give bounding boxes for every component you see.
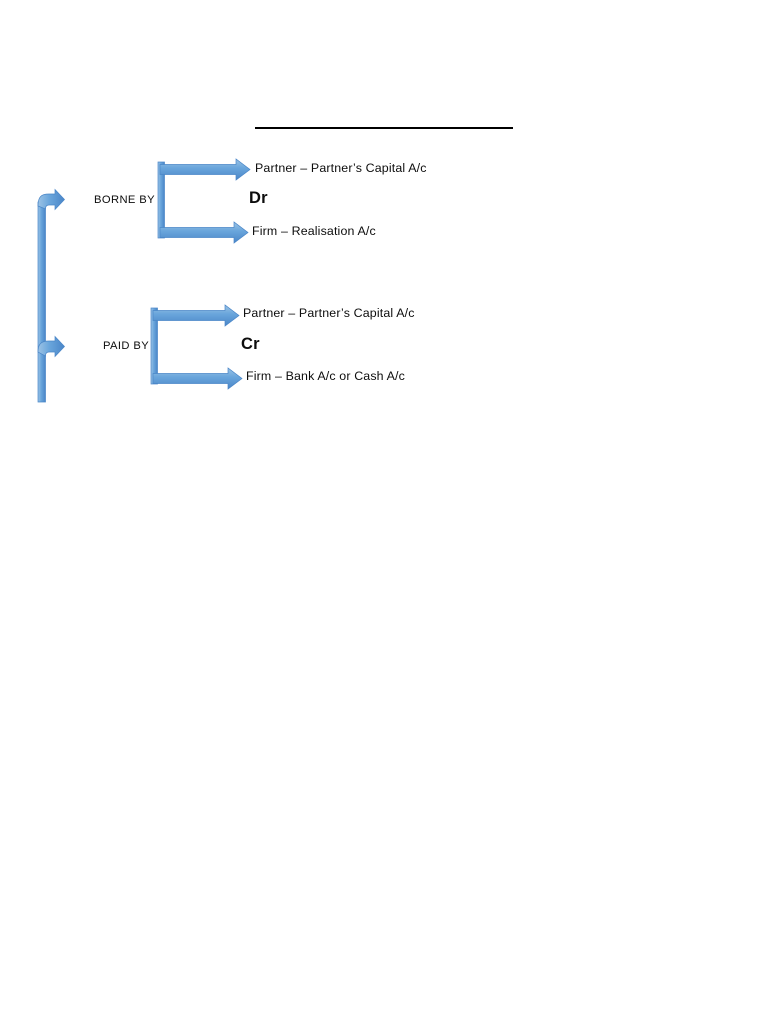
bracket-borne-by xyxy=(157,158,251,244)
branch-arrow-paid-by xyxy=(37,335,65,358)
group-tag-paid-by: PAID BY xyxy=(103,340,150,352)
branch-label-paid-firm: Firm – Bank A/c or Cash A/c xyxy=(246,369,405,383)
branch-arrow-borne-by xyxy=(37,188,65,211)
entry-side-cr: Cr xyxy=(241,335,260,353)
bracket-paid-by xyxy=(150,304,243,390)
arrow-paid-partner xyxy=(152,304,240,327)
entry-side-dr: Dr xyxy=(249,189,268,207)
group-tag-borne-by: BORNE BY xyxy=(94,194,156,206)
branch-label-borne-firm: Firm – Realisation A/c xyxy=(252,224,376,238)
left-spine-connector xyxy=(37,188,65,403)
arrow-borne-partner xyxy=(159,158,251,181)
arrow-paid-firm xyxy=(152,367,243,390)
top-horizontal-rule xyxy=(255,124,513,131)
arrow-borne-firm xyxy=(159,221,249,244)
branch-label-paid-partner: Partner – Partner’s Capital A/c xyxy=(243,306,415,320)
branch-label-borne-partner: Partner – Partner’s Capital A/c xyxy=(255,161,427,175)
